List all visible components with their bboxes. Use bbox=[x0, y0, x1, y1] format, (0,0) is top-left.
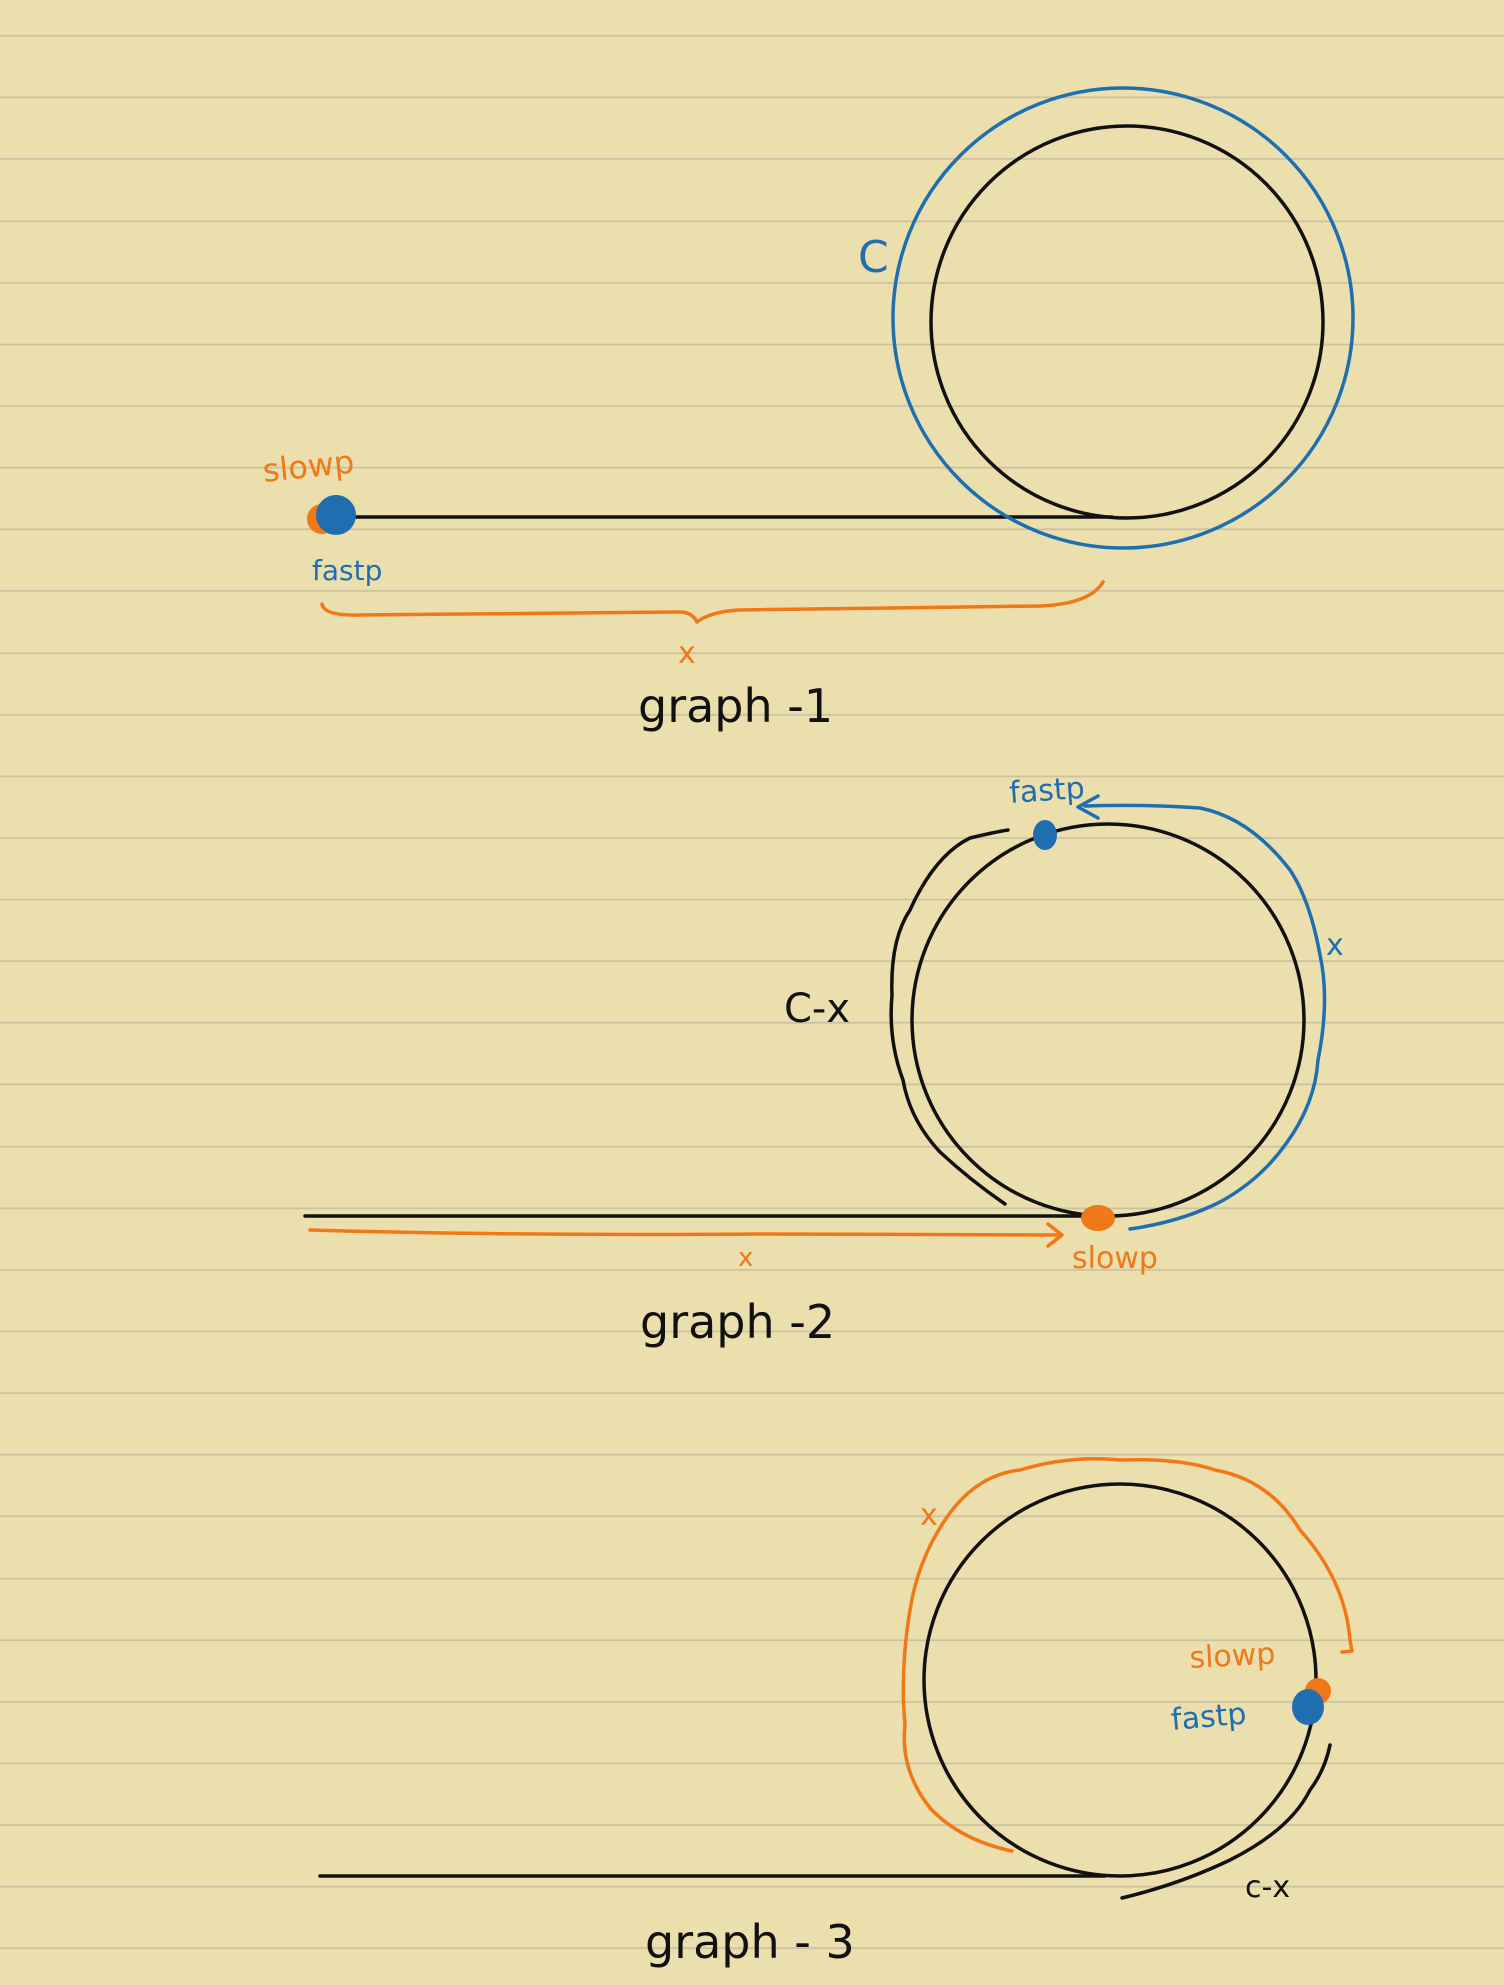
graph1-cycle bbox=[929, 124, 1325, 520]
graph-3: x c-x slowp fastp graph - 3 bbox=[318, 1457, 1354, 1969]
graph3-slow-label: slowp bbox=[1189, 1637, 1277, 1676]
graph2-arc-x bbox=[1083, 803, 1327, 1231]
graph1-fast-label: fastp bbox=[312, 554, 382, 587]
graph2-fast-pointer-dot bbox=[1033, 820, 1057, 850]
graph2-tail-label: x bbox=[738, 1243, 753, 1273]
graph2-arc-c-minus-x bbox=[889, 828, 1010, 1206]
graph2-arc-x-arrowhead bbox=[1076, 794, 1100, 820]
graph1-cycle-label: C bbox=[858, 232, 889, 283]
graph3-fast-pointer-dot bbox=[1292, 1689, 1324, 1725]
graph2-caption: graph -2 bbox=[640, 1295, 835, 1349]
graph3-cycle bbox=[922, 1482, 1318, 1878]
graph2-arc-right-label: x bbox=[1326, 928, 1344, 963]
graph3-fast-label: fastp bbox=[1170, 1697, 1248, 1738]
graph1-fast-pointer-dot bbox=[316, 495, 356, 535]
graph2-arc-left-label: C-x bbox=[784, 986, 850, 1032]
graph2-slow-pointer-dot bbox=[1081, 1205, 1115, 1231]
graph2-fast-label: fastp bbox=[1008, 771, 1086, 811]
graph2-tail-arrowhead bbox=[1046, 1222, 1064, 1248]
graph1-slow-label: slowp bbox=[261, 443, 356, 490]
graph3-arc-x bbox=[901, 1457, 1354, 1853]
graph2-cycle bbox=[910, 822, 1306, 1218]
graph1-caption: graph -1 bbox=[638, 679, 833, 733]
graph2-slow-label: slowp bbox=[1072, 1241, 1158, 1276]
graph3-caption: graph - 3 bbox=[645, 1915, 855, 1969]
graph-2: C-x x fastp slowp x graph -2 bbox=[303, 771, 1344, 1349]
graph3-arc-label: x bbox=[920, 1498, 938, 1533]
graph1-distance-brace bbox=[320, 580, 1105, 624]
graph3-arc-c-minus-x bbox=[1120, 1743, 1332, 1900]
graph-1: C slowp fastp x graph -1 bbox=[261, 86, 1355, 733]
graph2-tail-distance-arrow bbox=[308, 1228, 1062, 1237]
graph1-cycle-length-outline bbox=[891, 86, 1355, 550]
graph3-bottom-label: c-x bbox=[1245, 1870, 1290, 1905]
graph1-brace-label: x bbox=[678, 636, 696, 671]
